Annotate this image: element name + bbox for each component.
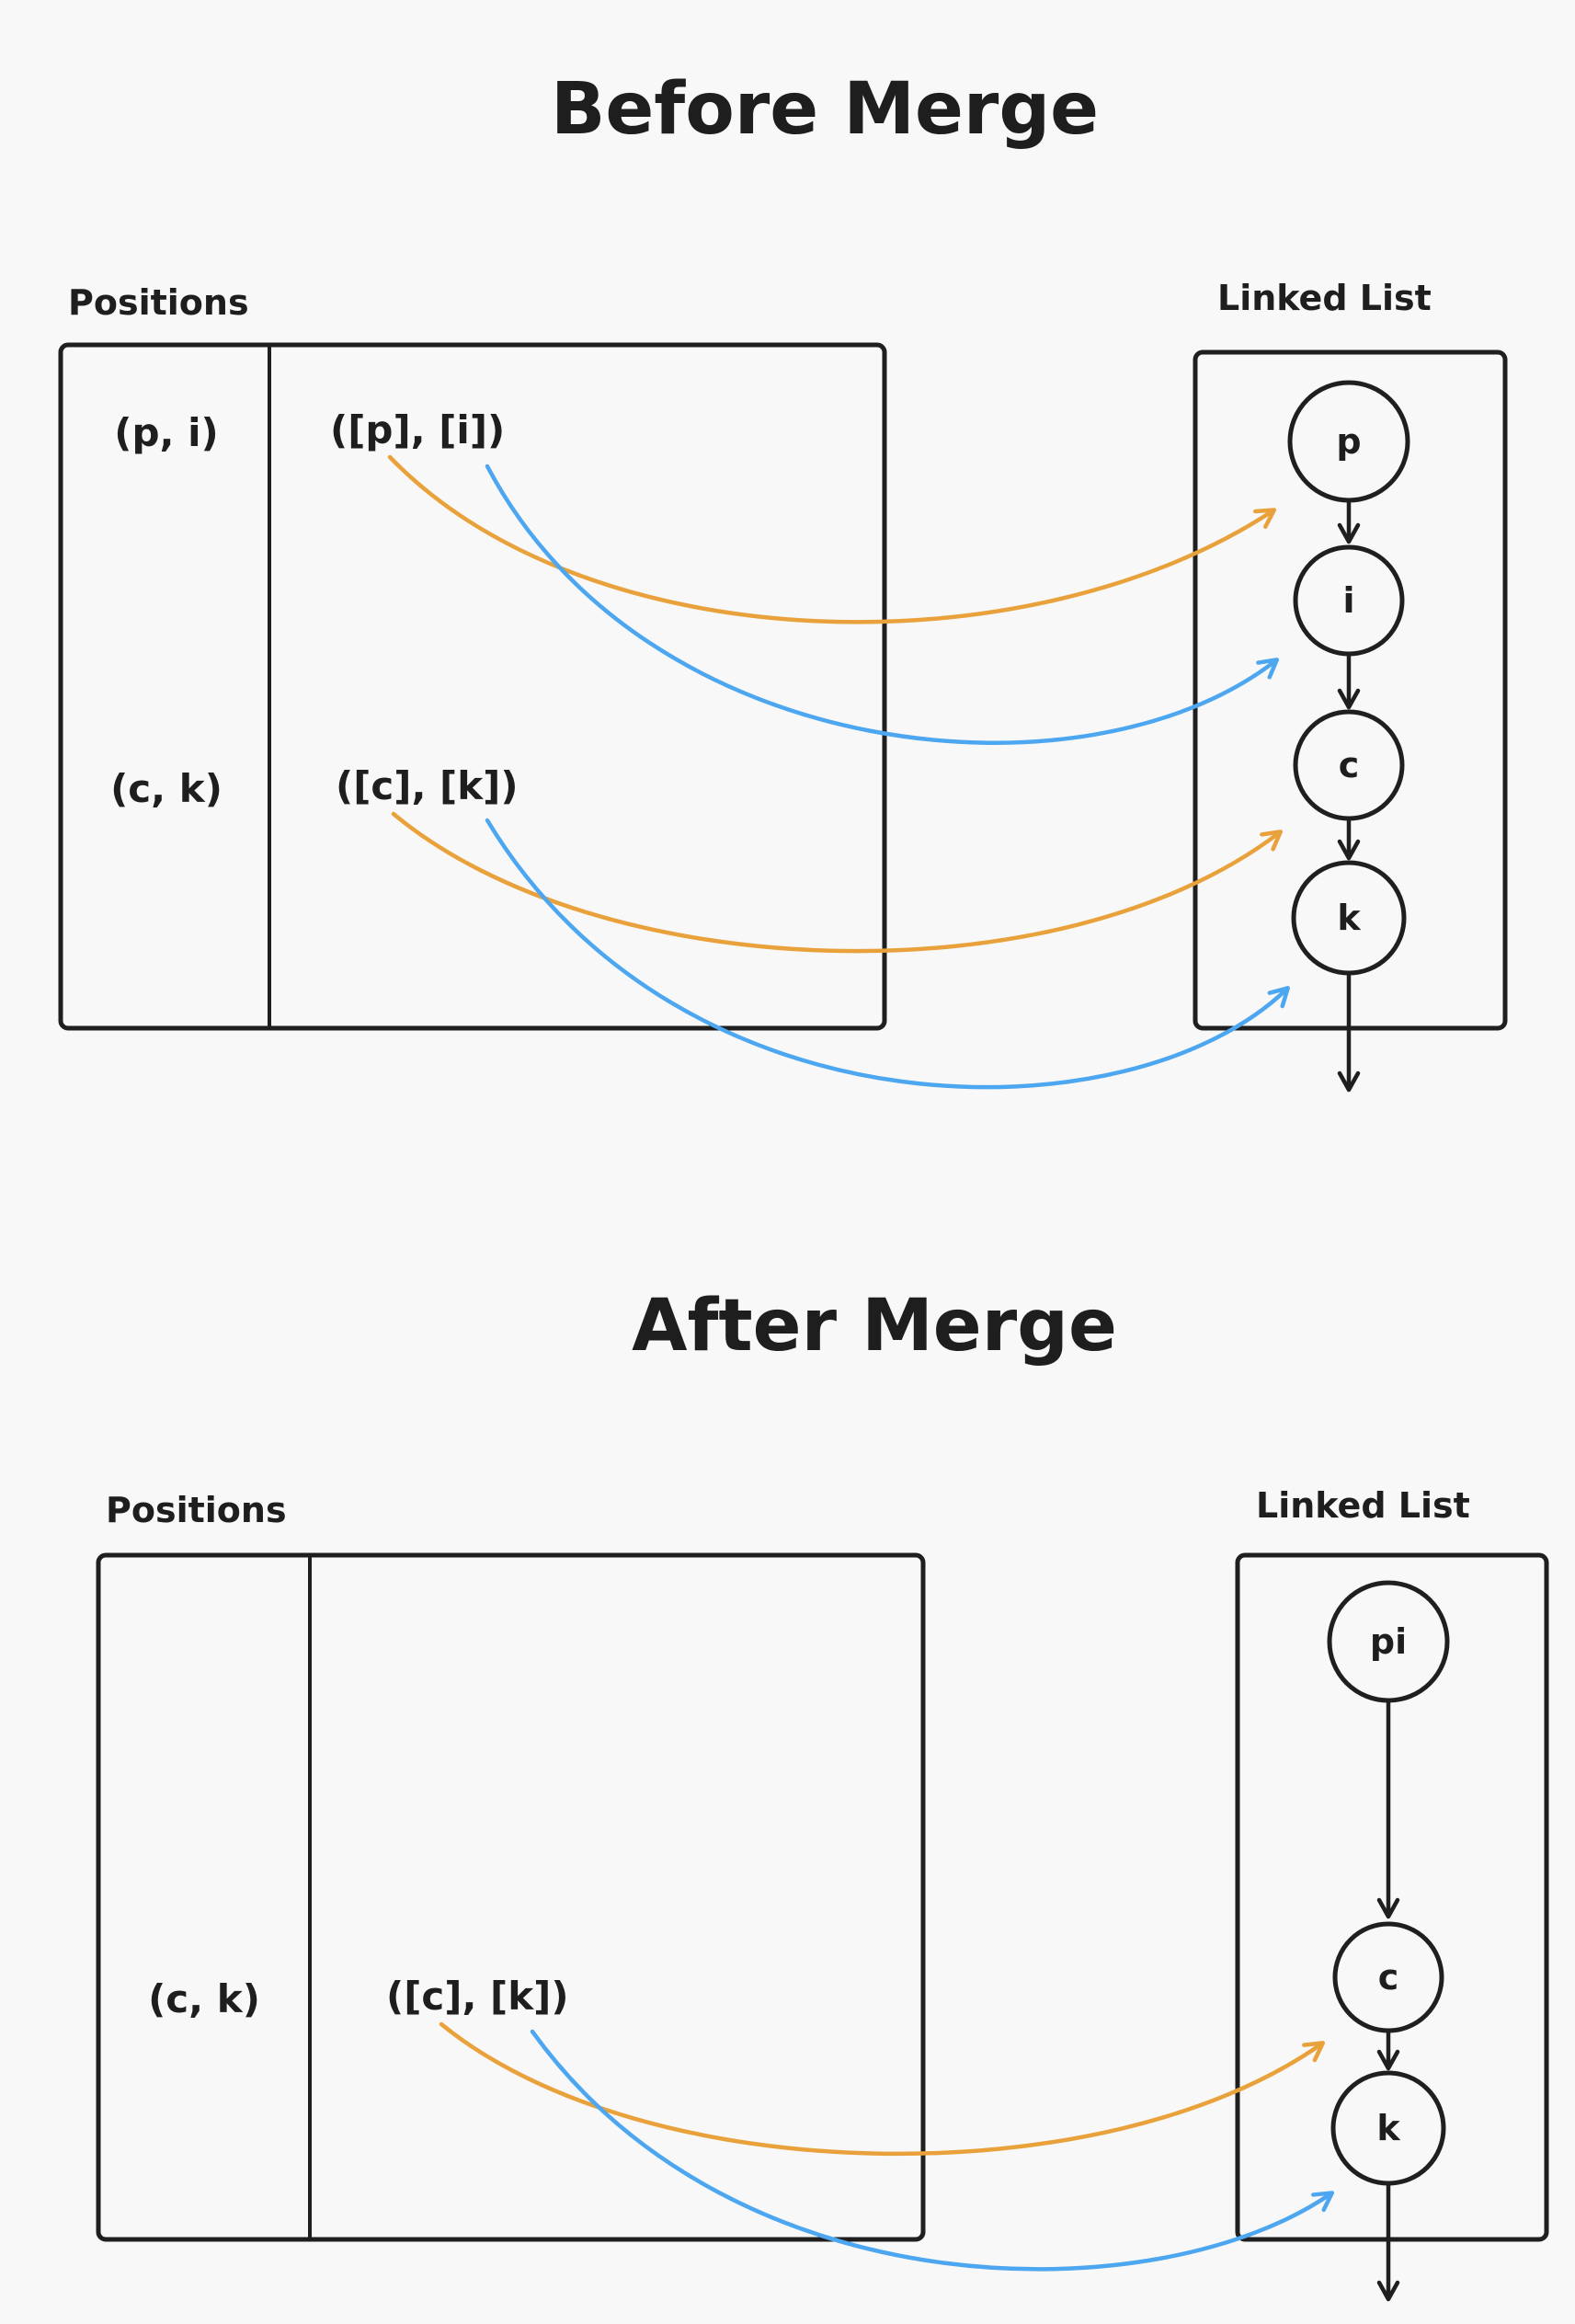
after-linked-list-box [1235,1552,1549,2242]
before-node-k [1291,860,1407,976]
after-node-c-label: c [1378,1957,1399,1998]
before-positions-label: Positions [68,282,249,323]
after-node-pi [1327,1580,1450,1703]
before-node-i-label: i [1342,580,1354,621]
after-linked-list-label: Linked List [1256,1485,1470,1526]
before-node-c [1293,709,1405,821]
before-title: Before Merge [551,68,1099,151]
before-ref-arrow-k [485,818,1290,1090]
before-linked-list-label: Linked List [1217,278,1432,318]
before-node-i [1293,544,1405,657]
after-node-k-label: k [1376,2108,1400,2148]
after-node-c [1332,1921,1444,2033]
after-ref-arrow-c [439,2021,1326,2157]
before-node-p [1287,380,1410,503]
before-ref-arrow-p [387,454,1277,624]
before-row-1-key: (c, k) [110,766,223,811]
before-row-1-value: ([c], [k]) [336,763,519,808]
before-ref-arrow-c [391,811,1284,954]
after-row-0-value: ([c], [k]) [386,1974,569,2019]
before-positions-table [58,342,887,1031]
after-row-0-key: (c, k) [148,1976,260,2021]
after-title: After Merge [632,1285,1117,1368]
before-ref-arrow-i [485,464,1280,745]
before-node-c-label: c [1339,745,1360,785]
after-ref-arrow-k [530,2029,1335,2272]
before-row-0-value: ([p], [i]) [330,407,505,452]
before-node-k-label: k [1337,898,1361,938]
after-positions-table [96,1552,926,2242]
after-node-k [1330,2070,1446,2186]
after-node-pi-label: pi [1370,1621,1407,1662]
before-row-0-key: (p, i) [114,410,218,455]
before-node-p-label: p [1336,421,1361,462]
after-positions-label: Positions [106,1490,287,1530]
